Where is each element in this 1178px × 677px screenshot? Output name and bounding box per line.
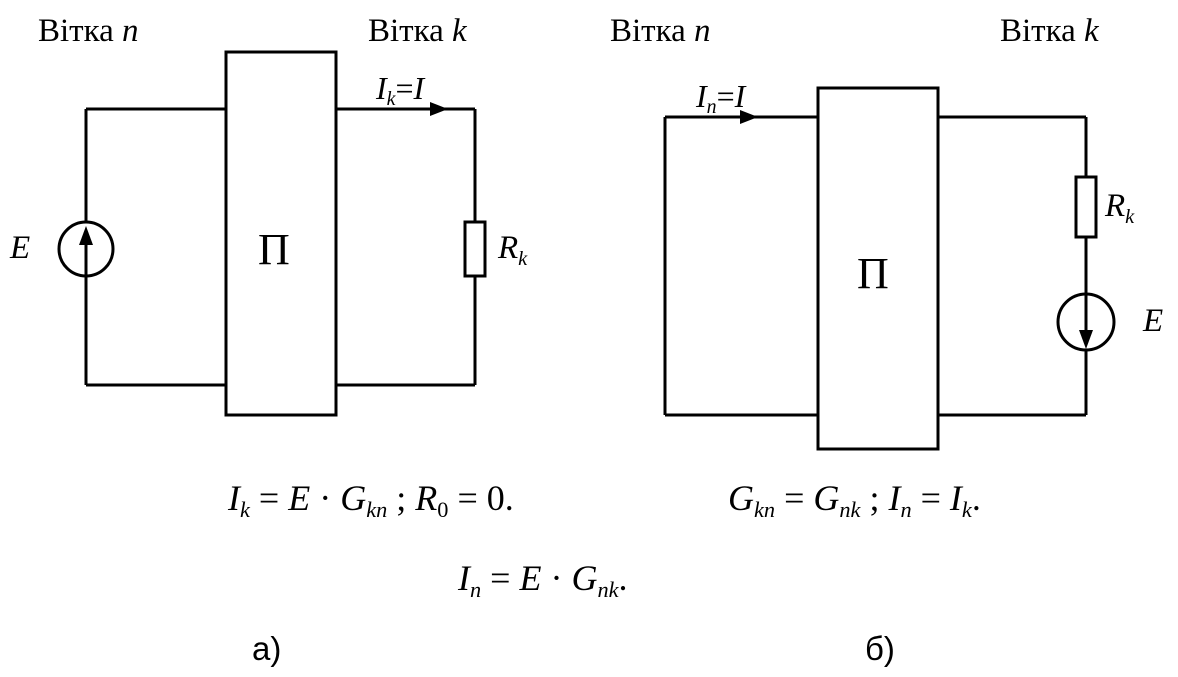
a-caption: а): [252, 630, 282, 667]
a-formula: Ik = E · Gkn ; R0 = 0.: [228, 478, 514, 523]
a-resistor-rk: [463, 220, 487, 278]
a-resistor-label: Rk: [498, 230, 528, 270]
a-current-arrow-icon: [430, 102, 448, 116]
b-caption: б): [865, 630, 895, 667]
a-block-label: П: [258, 225, 290, 274]
b-source-arrow-icon: [1079, 330, 1093, 349]
b-resistor-label: Rk: [1105, 188, 1135, 228]
a-block-p: [224, 50, 338, 417]
b-formula: Gkn = Gnk ; In = Ik.: [728, 478, 981, 523]
a-branch-k-label: Вітка k: [368, 13, 467, 49]
a-source-arrow-icon: [79, 226, 93, 245]
b-block-label: П: [857, 249, 889, 298]
b-branch-n-label: Вітка n: [610, 13, 711, 49]
a-branch-n-label: Вітка n: [38, 13, 139, 49]
a-source-label: E: [10, 230, 31, 266]
b-current-arrow-icon: [740, 110, 758, 124]
b-branch-k-label: Вітка k: [1000, 13, 1099, 49]
b-resistor-rk: [1074, 175, 1098, 239]
a-current-label: Ik=I: [376, 70, 425, 111]
bottom-formula: In = E · Gnk.: [458, 558, 628, 603]
b-source-label: E: [1143, 303, 1164, 339]
b-current-label: In=I: [696, 78, 746, 119]
b-block-p: [816, 86, 940, 451]
